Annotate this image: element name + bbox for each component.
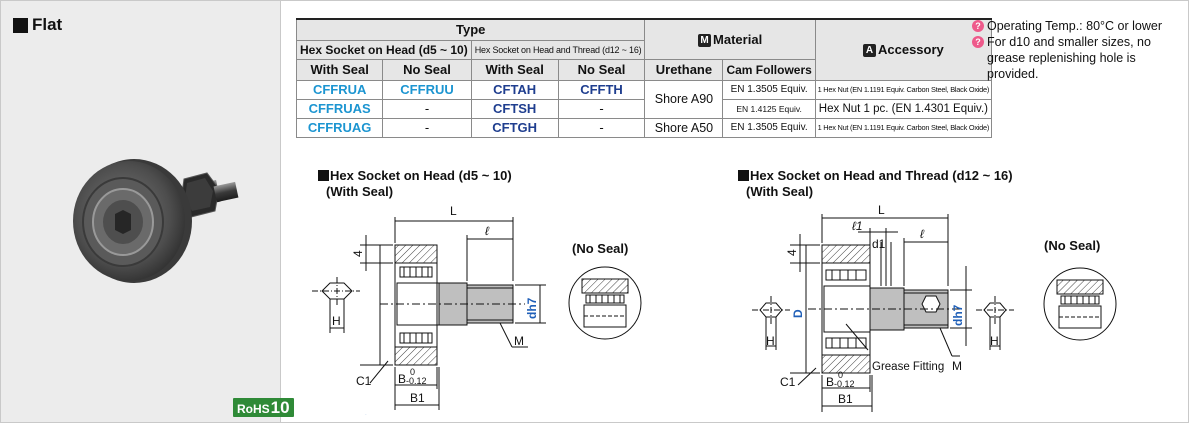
cam-material-cell: EN 1.3505 Equiv. [722,117,816,138]
note-text: For d10 and smaller sizes, no grease rep… [987,35,1151,81]
square-bullet-icon [738,170,749,181]
table-row: CFFRUA CFFRUU CFTAH CFFTH Shore A90 EN 1… [295,79,992,119]
drawing1-subtitle: (With Seal) [326,184,394,199]
col-with-seal-1: With Seal [295,58,384,81]
dim-label-M: M [514,334,524,348]
part-code[interactable]: CFTAH [470,79,559,100]
no-seal-cell: - [557,117,646,138]
dim-label-D: D [791,309,805,318]
note-item: ? Operating Temp.: 80°C or lower [972,18,1182,34]
col-cam-followers: Cam Followers [722,58,816,81]
part-code[interactable]: CFFTH [557,79,646,100]
section-title-text: Flat [32,15,63,34]
accessory-cell: 1 Hex Nut (EN 1.1191 Equiv. Carbon Steel… [814,79,992,100]
dim-label-dh7: dh7 [951,304,965,326]
dim-label-B: B [826,375,834,389]
col-no-seal-1: No Seal [382,58,472,81]
no-seal-cell: - [382,117,472,138]
square-bullet-icon [13,17,28,33]
bulb-icon: ? [972,36,984,48]
dim-tol-bottom: -0.12 [834,379,855,389]
group-hex-socket-head-thread: Hex Socket on Head and Thread (d12 ~ 16) [470,39,646,60]
bulb-icon: ? [972,20,984,32]
cam-follower-photo [73,159,239,283]
note-text: Operating Temp.: 80°C or lower [987,19,1162,33]
dim-label-M: M [952,359,962,373]
dim-label-H: H [332,314,341,328]
dim-label-C1: C1 [780,375,796,389]
urethane-cell: Shore A90 [644,79,724,119]
accessory-badge: A [862,44,876,58]
dim-label-L: L [450,204,457,218]
dim-label-4: 4 [351,250,365,257]
cam-material-cell: EN 1.4125 Equiv. [722,98,816,119]
table-row: CFFRUAG - CFTGH - Shore A50 EN 1.3505 Eq… [295,117,992,138]
dim-label-H: H [766,334,775,348]
group-hex-socket-head: Hex Socket on Head (d5 ~ 10) [296,39,472,60]
drawing2-title-text: Hex Socket on Head and Thread (d12 ~ 16) [750,168,1013,183]
dim-label-H-right: H [990,334,999,348]
grease-fitting-label: Grease Fitting [872,361,944,373]
cam-material-cell: EN 1.3505 Equiv. [722,79,816,100]
drawing1-svg: L ℓ 4 D H dh7 M C1 B 0 -0.12 B1 (No Seal… [312,204,642,415]
part-code[interactable]: CFFRUAG [295,117,384,138]
type-header: Type [295,18,646,41]
accessory-cell: 1 Hex Nut (EN 1.1191 Equiv. Carbon Steel… [814,117,992,138]
material-badge: M [698,33,712,47]
part-code[interactable]: CFTGH [470,117,559,138]
dim-tol-top: 0 [410,367,415,377]
accessory-cell: Hex Nut 1 pc. (EN 1.4301 Equiv.) [814,98,992,119]
drawing1-no-seal-label: (No Seal) [572,241,628,256]
dim-label-D: D [359,414,373,415]
rohs-prefix: RoHS [237,402,270,416]
urethane-cell: Shore A50 [644,117,724,138]
no-seal-cell: - [382,98,472,119]
dim-label-B1: B1 [410,391,425,405]
drawing2-title: Hex Socket on Head and Thread (d12 ~ 16)… [738,168,1013,200]
part-code[interactable]: CFFRUAS [295,98,384,119]
dim-label-B: B [398,372,406,386]
section-title: Flat [13,15,62,35]
col-urethane: Urethane [644,58,724,81]
dim-label-l: ℓ [485,224,490,238]
dim-label-dh7: dh7 [525,297,539,319]
dim-tol-top: 0 [838,370,843,380]
square-bullet-icon [318,170,329,181]
accessory-header-text: Accessory [877,42,944,58]
part-code[interactable]: CFFRUA [295,79,384,100]
dim-label-4: 4 [785,249,799,256]
table-row: CFFRUAS - CFTSH - EN 1.4125 Equiv. Hex N… [295,98,992,119]
drawing2-no-seal-label: (No Seal) [1044,238,1100,253]
no-seal-cell: - [557,98,646,119]
part-code[interactable]: CFFRUU [382,79,472,100]
drawing1-title-text: Hex Socket on Head (d5 ~ 10) [330,168,512,183]
drawing2-svg: L ℓ1 d1 ℓ 4 D H dh7 M H Grease Fitting C… [752,203,1117,412]
col-with-seal-2: With Seal [470,58,559,81]
notes: ? Operating Temp.: 80°C or lower ? For d… [972,18,1182,82]
part-code[interactable]: CFTSH [470,98,559,119]
rohs-number: 10 [270,398,290,417]
dim-label-l: ℓ [920,227,925,241]
dim-label-B1: B1 [838,392,853,406]
dim-label-d1: d1 [872,237,886,251]
dim-label-L: L [878,203,885,217]
note-item: ? For d10 and smaller sizes, no grease r… [972,34,1182,82]
drawing1-title: Hex Socket on Head (d5 ~ 10) (With Seal) [318,168,512,200]
dim-label-l1: ℓ1 [852,219,863,233]
drawing2-subtitle: (With Seal) [746,184,814,199]
col-no-seal-2: No Seal [557,58,646,81]
dim-tol-bottom: -0.12 [406,376,427,386]
dim-label-C1: C1 [356,374,372,388]
material-header-text: Material [713,31,763,47]
